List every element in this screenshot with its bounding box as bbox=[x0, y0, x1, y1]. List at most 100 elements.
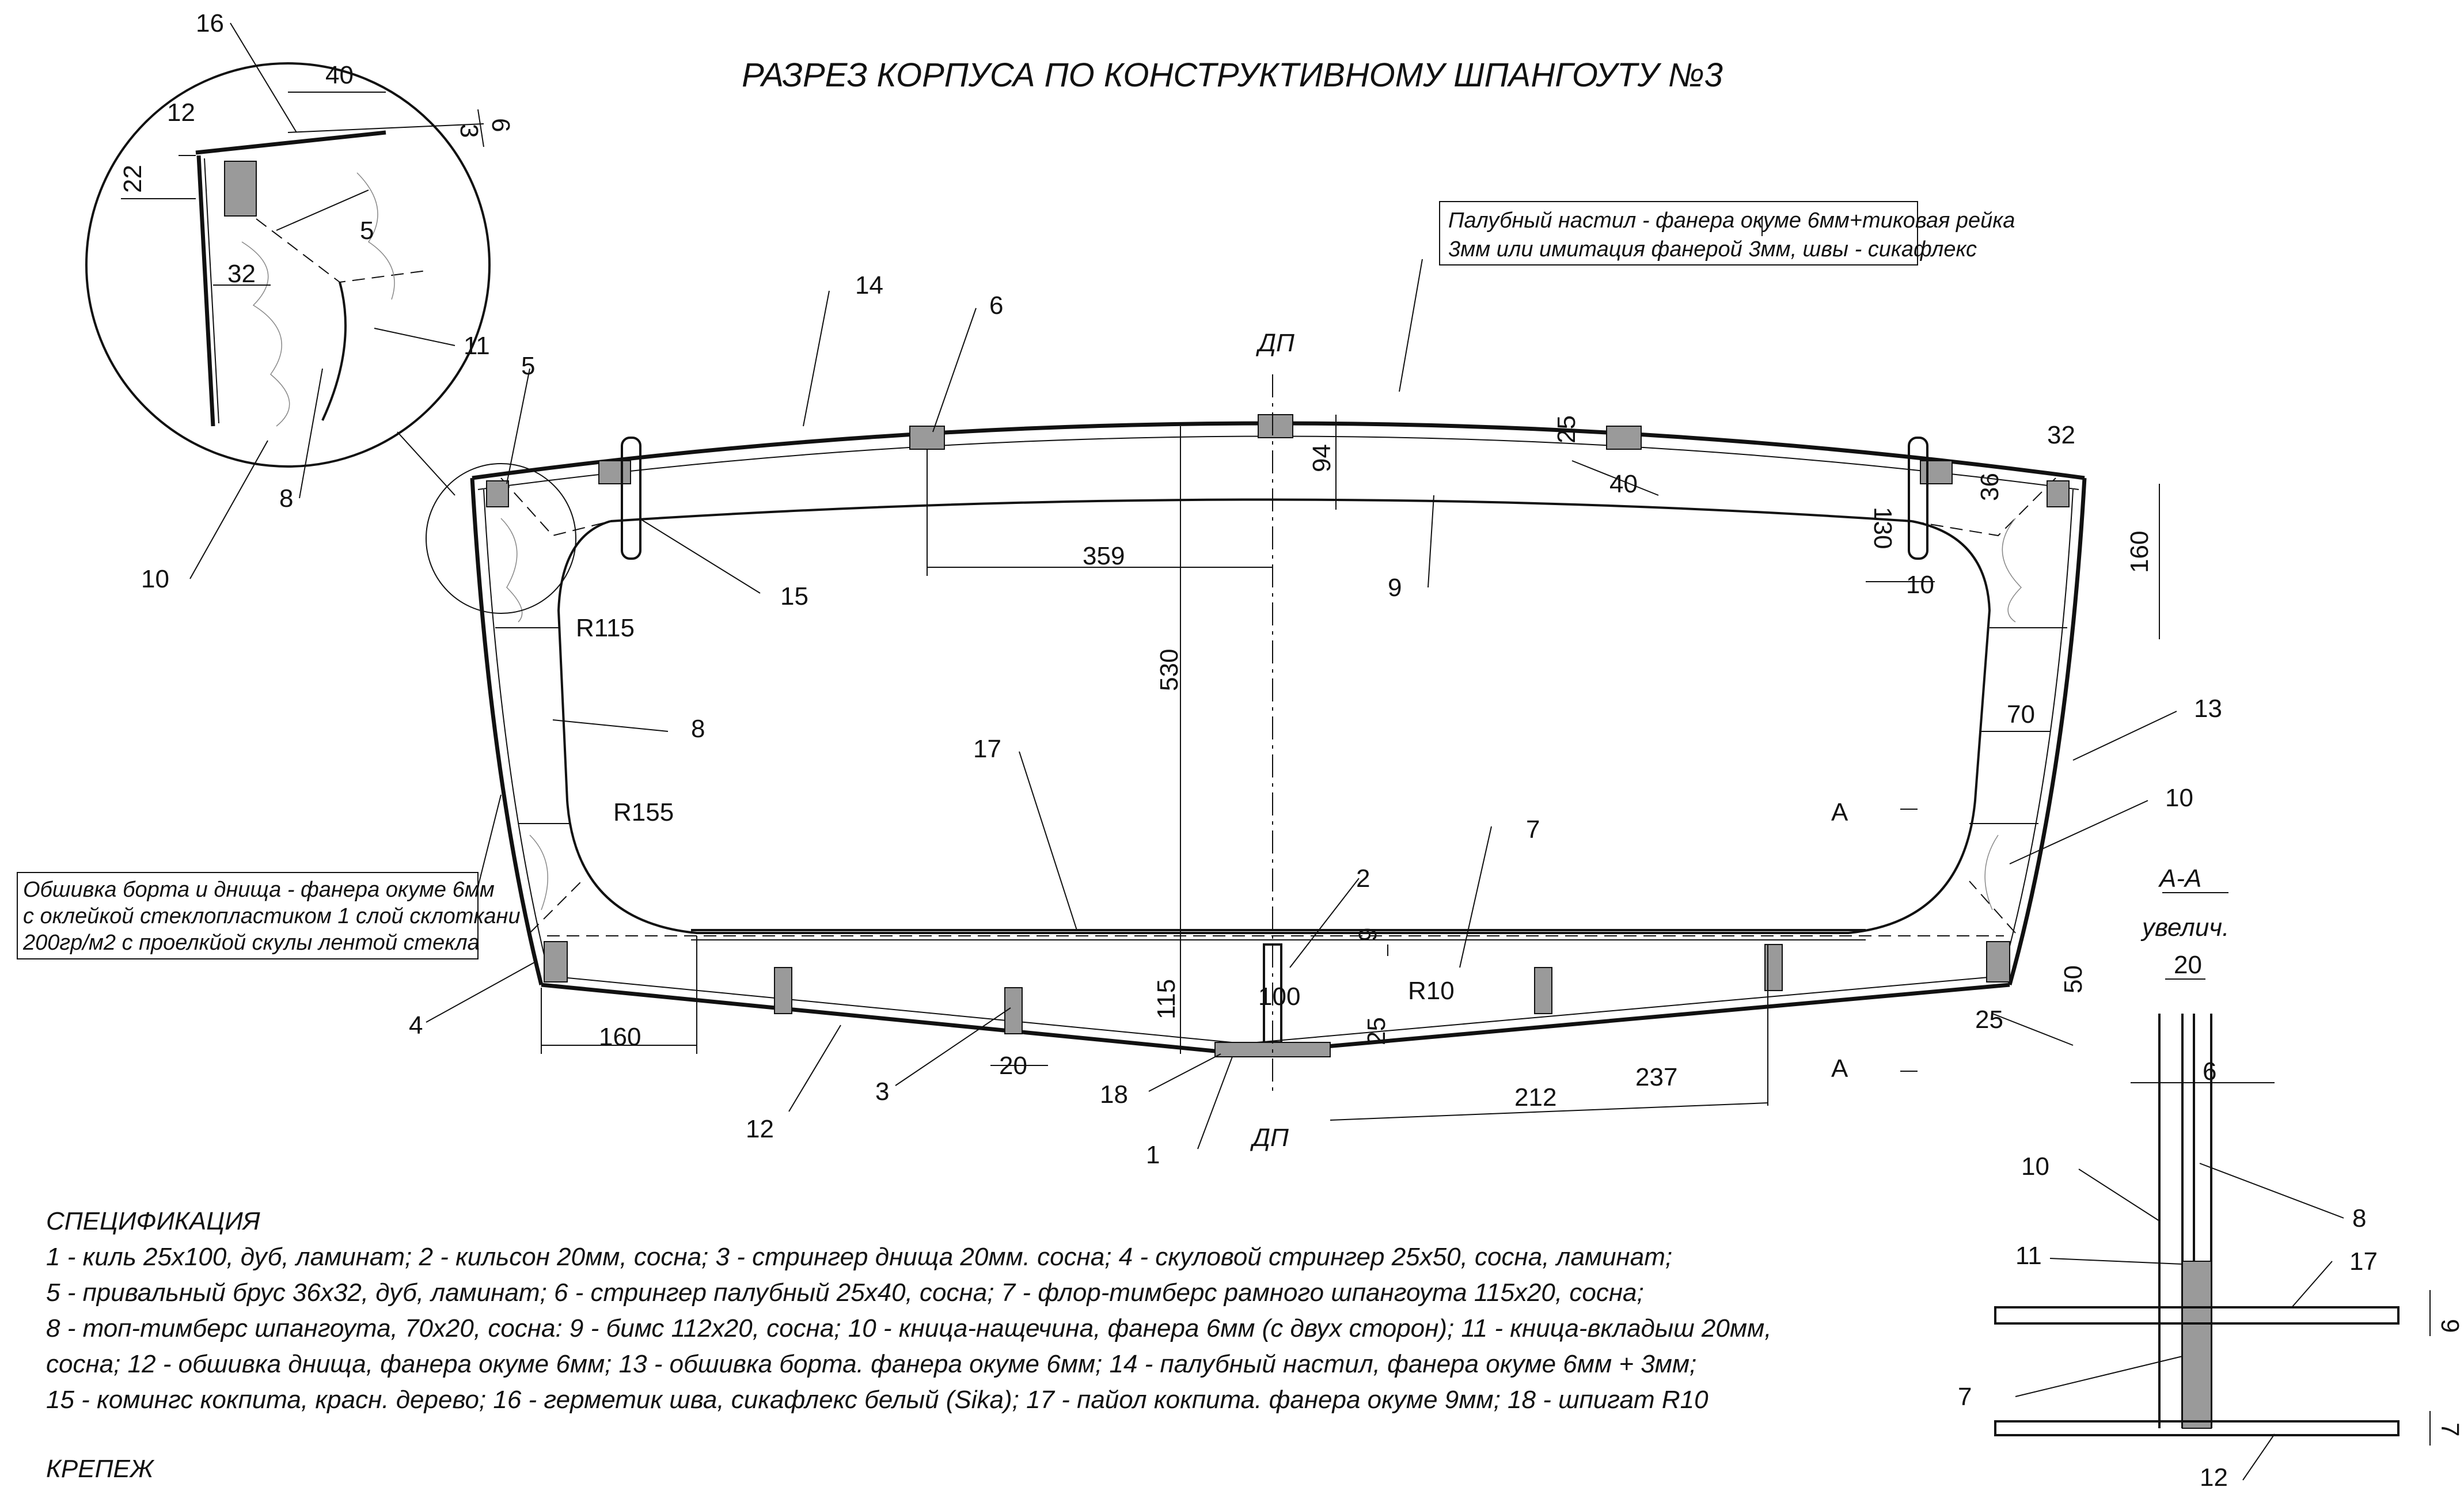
wood-grain bbox=[1984, 834, 1999, 911]
dim-6-section: 6 bbox=[2203, 1057, 2216, 1086]
dim-530: 530 bbox=[1155, 649, 1183, 691]
callout-10-section: 10 bbox=[2021, 1152, 2049, 1181]
section-mark-bottom: A bbox=[1831, 1054, 1848, 1083]
dim-25-chine: 25 bbox=[1975, 1006, 2003, 1034]
callout-4: 4 bbox=[409, 1011, 423, 1040]
dim-160-bottom: 160 bbox=[599, 1023, 641, 1051]
spec-heading: СПЕЦИФИКАЦИЯ bbox=[46, 1207, 260, 1235]
dim-36: 36 bbox=[1976, 473, 2004, 501]
coaming-right bbox=[1908, 437, 1928, 560]
callout-14: 14 bbox=[855, 271, 883, 299]
callout-15: 15 bbox=[780, 582, 808, 610]
dim-32-detail: 32 bbox=[227, 260, 256, 288]
side-planking-right bbox=[2007, 477, 2087, 985]
wood-grain bbox=[529, 834, 548, 911]
dim-70: 70 bbox=[2007, 700, 2035, 729]
dim-115: 115 bbox=[1152, 979, 1180, 1019]
dim-25-keel: 25 bbox=[1362, 1017, 1391, 1045]
deck-note-line-2: 3мм или имитация фанерой 3мм, швы - сика… bbox=[1448, 237, 1977, 261]
deck-stringer bbox=[909, 426, 945, 450]
dim-R10: R10 bbox=[1408, 977, 1455, 1005]
spec-line: 8 - топ-тимберс шпангоута, 70х20, сосна:… bbox=[46, 1314, 1772, 1342]
side-planking-left bbox=[470, 477, 544, 985]
dim-R155: R155 bbox=[613, 798, 674, 826]
dim-40-detail: 40 bbox=[325, 61, 354, 89]
centerline-label-bottom: ДП bbox=[1250, 1124, 1289, 1152]
drawing-title: РАЗРЕЗ КОРПУСА ПО КОНСТРУКТИВНОМУ ШПАНГО… bbox=[742, 56, 1723, 94]
hull-section bbox=[470, 374, 2087, 1094]
dim-R115: R115 bbox=[576, 614, 635, 642]
callout-5: 5 bbox=[521, 352, 535, 380]
callout-leaders bbox=[426, 216, 2177, 1150]
dim-212: 212 bbox=[1514, 1083, 1556, 1112]
spec-block: СПЕЦИФИКАЦИЯ 1 - киль 25х100, дуб, ламин… bbox=[46, 1204, 1771, 1418]
chine-stringer-left bbox=[544, 941, 568, 983]
wood-grain bbox=[356, 172, 395, 300]
dim-359: 359 bbox=[1083, 542, 1125, 570]
dim-9: 9 bbox=[1354, 928, 1382, 942]
frame-opening bbox=[557, 520, 1991, 934]
bottom-stringer bbox=[1004, 987, 1023, 1034]
spec-line: 1 - киль 25х100, дуб, ламинат; 2 - кильс… bbox=[46, 1243, 1673, 1271]
knee-upper-right bbox=[1911, 477, 2056, 537]
callout-11-section: 11 bbox=[2015, 1242, 2042, 1270]
side-inner-left bbox=[483, 489, 550, 980]
dim-9-section: 9 bbox=[2436, 1319, 2464, 1333]
deck-note-line-1: Палубный настил - фанера окуме 6мм+тиков… bbox=[1448, 208, 2015, 233]
callout-17: 17 bbox=[973, 735, 1001, 763]
callout-9: 9 bbox=[1388, 574, 1402, 602]
callout-18: 18 bbox=[1100, 1080, 1128, 1109]
side-note-line-2: с оклейкой стеклопластиком 1 слой склотк… bbox=[23, 904, 521, 928]
callout-6: 6 bbox=[989, 291, 1003, 320]
section-mark-top: A bbox=[1831, 798, 1848, 826]
callout-10-detail: 10 bbox=[141, 565, 169, 593]
knee-lower-right bbox=[1969, 881, 2016, 934]
fastening-heading: КРЕПЕЖ bbox=[46, 1455, 154, 1483]
wood-grain bbox=[500, 518, 523, 623]
callout-11: 11 bbox=[464, 332, 490, 360]
dim-10: 10 bbox=[1906, 571, 1934, 599]
callout-16: 16 bbox=[196, 9, 224, 37]
callout-2: 2 bbox=[1356, 864, 1370, 893]
dim-32: 32 bbox=[2047, 421, 2075, 449]
section-aa-subtitle: увелич. bbox=[2140, 913, 2229, 942]
coaming-left bbox=[621, 437, 641, 560]
side-note: Обшивка борта и днища - фанера окуме 6мм… bbox=[17, 794, 521, 959]
deck-stringer bbox=[598, 460, 631, 484]
dim-7-section: 7 bbox=[2436, 1422, 2464, 1436]
spec-line: 15 - комингс кокпита, красн. дерево; 16 … bbox=[46, 1386, 1709, 1414]
callout-8-detail: 8 bbox=[279, 484, 293, 513]
knee-upper-left bbox=[500, 477, 611, 537]
centerline-label-top: ДП bbox=[1255, 329, 1294, 357]
spec-line: 5 - привальный брус 36х32, дуб, ламинат;… bbox=[46, 1279, 1644, 1307]
dim-20: 20 bbox=[999, 1052, 1027, 1080]
dimensions bbox=[541, 415, 2160, 1121]
callout-12-section: 12 bbox=[2200, 1463, 2228, 1486]
dim-25: 25 bbox=[1552, 415, 1581, 443]
dim-12: 12 bbox=[167, 98, 195, 127]
bottom-stringer bbox=[774, 967, 792, 1014]
section-aa-knee bbox=[2182, 1261, 2212, 1429]
side-note-line-1: Обшивка борта и днища - фанера окуме 6мм bbox=[23, 878, 495, 902]
section-aa: А-А увелич. bbox=[1994, 864, 2431, 1481]
dim-100: 100 bbox=[1258, 983, 1300, 1011]
sheer-clamp-right bbox=[2047, 480, 2070, 507]
callout-1: 1 bbox=[1146, 1141, 1160, 1169]
dim-40: 40 bbox=[1609, 470, 1638, 498]
callout-13: 13 bbox=[2194, 695, 2222, 723]
deck-stringer bbox=[1606, 426, 1642, 450]
sheer-clamp-left bbox=[486, 480, 509, 507]
dim-237: 237 bbox=[1635, 1063, 1677, 1091]
detail-side bbox=[196, 155, 215, 427]
deck-beam bbox=[610, 498, 1912, 522]
dim-22: 22 bbox=[119, 165, 147, 193]
detail-sheer-clamp bbox=[224, 161, 257, 217]
deck-stringer bbox=[1920, 460, 1953, 484]
side-note-line-3: 200гр/м2 с проелкйой скулы лентой стекла bbox=[22, 931, 480, 955]
spec-line: сосна; 12 - обшивка днища, фанера окуме … bbox=[46, 1350, 1697, 1378]
callout-7: 7 bbox=[1526, 815, 1540, 844]
side-inner-right bbox=[2000, 489, 2074, 980]
callout-3: 3 bbox=[875, 1078, 889, 1106]
dim-3: 3 bbox=[455, 124, 483, 138]
